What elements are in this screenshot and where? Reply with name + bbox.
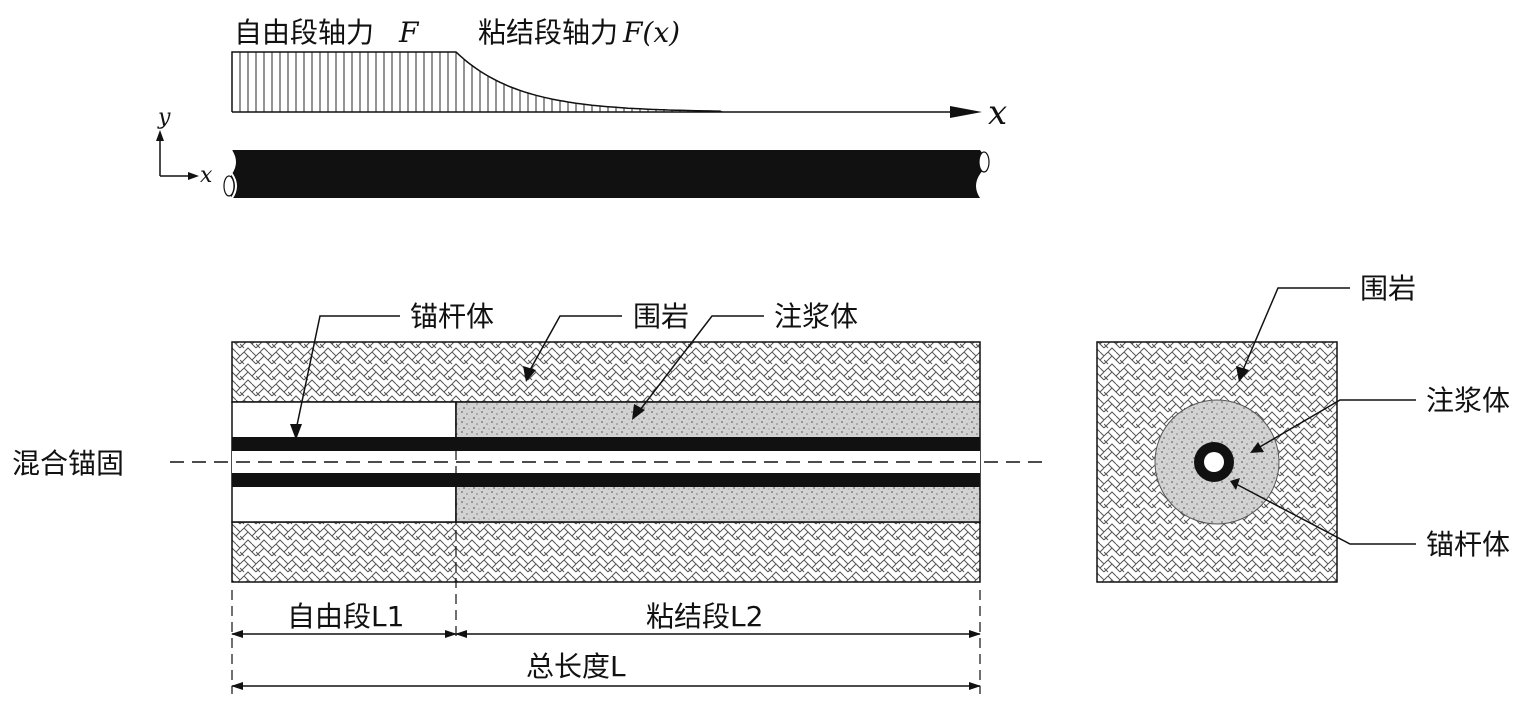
bond-length-label: 粘结段L2 (646, 600, 763, 633)
grout-leader-arrow-icon (632, 404, 645, 420)
axial-force-diagram: 自由段轴力 F 粘结段轴力 F(x) x y x (156, 16, 1007, 199)
bolt-lower-edge (232, 473, 980, 487)
grout-leader (639, 315, 764, 411)
coord-x-arrow-icon (188, 172, 199, 180)
mixed-anchor-label: 混合锚固 (12, 447, 124, 480)
cross-section: 围岩 注浆体 锚杆体 (1096, 272, 1510, 583)
bolt-left-break (227, 149, 237, 199)
free-force-symbol: F (398, 16, 420, 49)
bolt-leader-arrow-icon (290, 424, 302, 440)
rock-leader (529, 315, 622, 371)
bond-force-label: 粘结段轴力 (478, 16, 618, 49)
bolt-right-end (978, 151, 990, 173)
cross-rock-label: 围岩 (1360, 272, 1416, 305)
bolt-left-end (223, 175, 235, 197)
cross-bolt-hole (1204, 452, 1224, 472)
bolt-core (232, 451, 980, 473)
bolt-leader (295, 315, 400, 431)
rock-leader-arrow-icon (523, 366, 536, 382)
cross-grout-leader (1257, 399, 1416, 449)
bolt-rod (228, 150, 985, 198)
cross-bolt-label: 锚杆体 (1426, 528, 1510, 561)
bolt-upper-edge (232, 437, 980, 451)
cross-grout-label: 注浆体 (1426, 384, 1510, 417)
cross-bolt-arrow-icon (1230, 478, 1240, 490)
bolt-label: 锚杆体 (410, 300, 494, 333)
free-force-label: 自由段轴力 (234, 16, 374, 49)
free-length-label: 自由段L1 (287, 600, 404, 633)
cross-grout-arrow-icon (1250, 442, 1264, 453)
coord-y-arrow-icon (156, 130, 164, 141)
force-distribution-curve (231, 51, 723, 113)
rock-upper (231, 341, 981, 403)
x-axis-label: x (988, 93, 1007, 133)
coord-x-label: x (200, 163, 213, 188)
rock-lower (231, 521, 981, 583)
rock-label: 围岩 (633, 300, 689, 333)
coord-y-label: y (157, 105, 171, 130)
force-distribution-hatch (231, 52, 721, 112)
cross-rock-arrow-icon (1236, 366, 1249, 382)
cross-bolt-leader (1235, 483, 1416, 545)
bond-force-symbol: F(x) (622, 16, 680, 49)
x-axis-arrow-icon (950, 106, 982, 118)
grout-label: 注浆体 (774, 300, 858, 333)
cross-rock-leader (1242, 287, 1350, 371)
total-length-label: 总长度L (526, 650, 626, 683)
longitudinal-section: 混合锚固 锚杆体 围岩 注浆体 自由段L1 粘结段L2 总长度L (12, 300, 1045, 694)
